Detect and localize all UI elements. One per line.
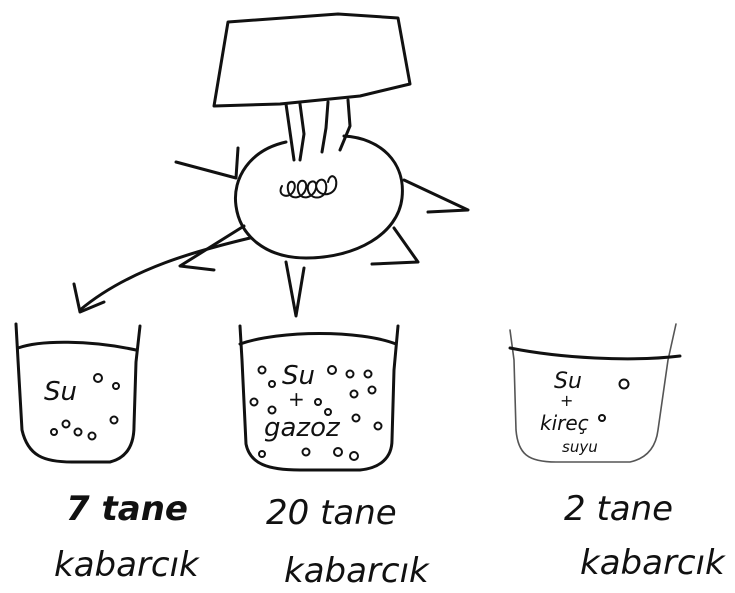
caption-item-right: kabarcık <box>580 543 726 583</box>
arrow-to-left-beaker <box>80 238 250 310</box>
lamp-stem-left-inner <box>300 104 304 160</box>
beaker-contents-line-2: + <box>288 387 305 411</box>
caption-count-left: 7 tane <box>66 489 188 529</box>
bubbles <box>599 380 629 422</box>
beaker-contents-line-3: gazoz <box>264 413 341 443</box>
ray-left <box>176 148 238 178</box>
beaker-contents-line-1: Su <box>44 377 77 407</box>
caption-count-right: 2 tane <box>564 489 673 529</box>
caption-item-middle: kabarcık <box>284 551 430 588</box>
beaker-contents-line-3: kireç <box>540 411 589 435</box>
beaker-outline <box>240 326 398 470</box>
beaker-contents-line-2: + <box>560 391 573 410</box>
ray-bottom-center <box>286 262 304 316</box>
lamp-stem-left <box>286 104 294 160</box>
caption-item-left: kabarcık <box>54 545 200 585</box>
ray-right <box>404 180 468 212</box>
bulb-filament <box>281 176 337 197</box>
beaker-water-limewater: Su + kireç suyu <box>510 324 680 462</box>
lamp-stem-right-inner <box>340 100 350 150</box>
beaker-water: Su <box>16 324 140 462</box>
water-surface <box>18 342 136 350</box>
liquid-surface <box>510 348 680 359</box>
lamp-stem-right <box>322 102 328 152</box>
arrow-head-left <box>74 284 104 312</box>
beaker-water-soda: Su + gazoz <box>240 326 398 470</box>
lamp-shade <box>214 14 410 106</box>
liquid-surface <box>240 334 396 345</box>
caption-count-middle: 20 tane <box>266 493 397 533</box>
beaker-contents-line-4: suyu <box>562 438 598 456</box>
ray-bottom-right <box>372 228 418 264</box>
